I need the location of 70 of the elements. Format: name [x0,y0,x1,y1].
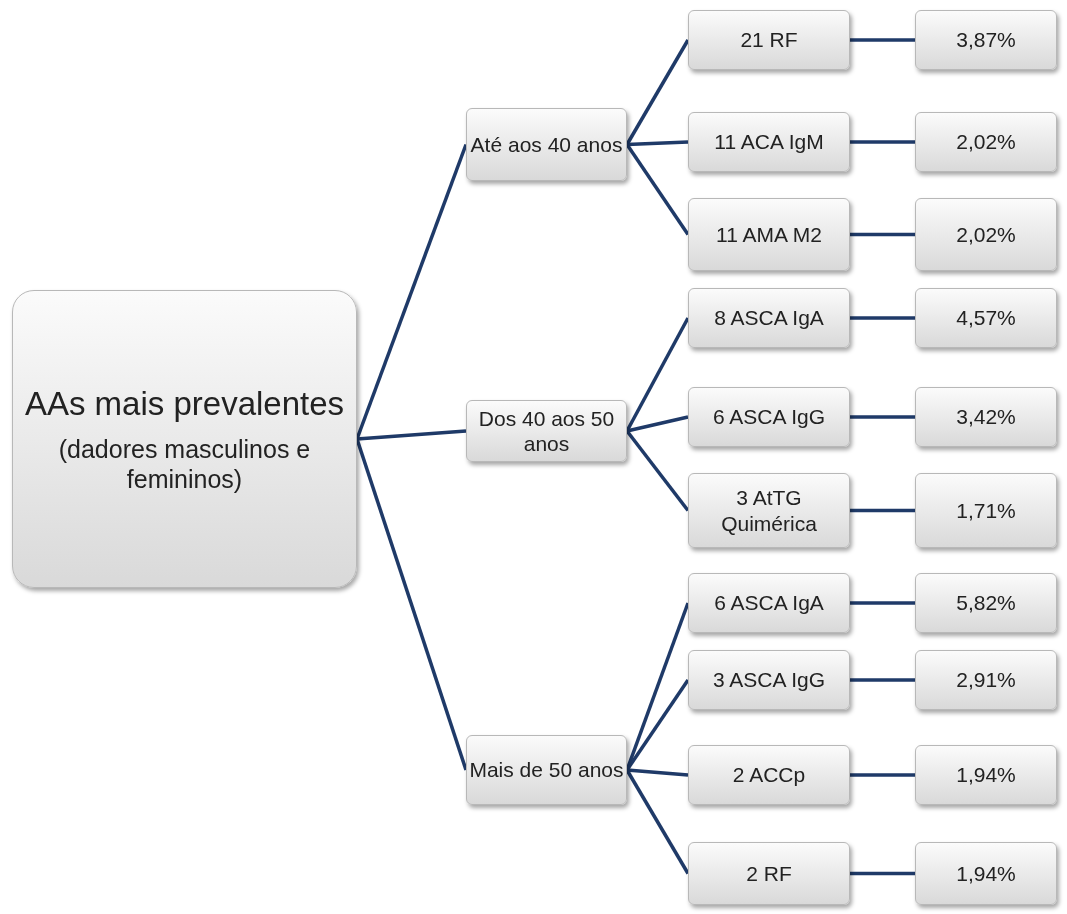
category-box [915,288,1057,348]
connector-line [850,316,915,320]
connector-line [850,871,915,876]
category-box [688,573,850,633]
node-title: 6 ASCA IgA [714,590,824,616]
connector-line [356,429,467,441]
connector-line [625,317,690,432]
category-box [688,473,850,548]
category-box [915,745,1057,805]
node-title: AAs mais prevalentes [24,384,345,424]
root-box [12,290,357,588]
node-title: 8 ASCA IgA [714,305,824,331]
connector-line [850,773,915,777]
category-box [915,650,1057,710]
category-box [915,473,1057,548]
node-title: 6 ASCA IgG [712,404,826,430]
node-title: Mais de 50 anos [469,757,624,783]
node-title: 4,57% [956,305,1016,331]
node-title: 11 ACA IgM [714,129,824,155]
category-box [688,842,850,905]
connector-line [850,415,915,419]
connector-line [625,429,690,512]
node-title: 3,42% [956,404,1016,430]
connector-line [626,415,689,433]
connector-line [850,601,915,605]
connector-line [850,232,915,237]
category-box [915,112,1057,172]
category-box [688,198,850,271]
node-title: 1,94% [956,860,1016,887]
node-title: 3,87% [956,27,1016,53]
connector-line [355,143,468,440]
category-box [466,400,627,462]
connector-line [850,508,915,513]
node-title: 1,71% [956,497,1016,524]
category-box [688,10,850,70]
node-title: 21 RF [740,27,798,53]
node-subtitle: (dadores masculinos e femininos) [57,433,312,494]
category-box [688,387,850,447]
category-box [688,288,850,348]
connector-line [626,768,689,777]
connector-line [850,678,915,682]
node-title: 5,82% [956,590,1016,616]
category-box [466,735,627,805]
node-title: 2,91% [956,667,1016,693]
connector-line [355,438,468,771]
connector-line [850,38,915,42]
connector-line [625,39,690,146]
node-title: 2,02% [956,221,1016,248]
connector-line [625,769,690,875]
category-box [688,745,850,805]
node-title: 11 AMA M2 [716,221,822,248]
node-title: 3 AtTG Quimérica [720,485,818,536]
connector-line [626,140,689,147]
category-box [688,650,850,710]
node-title: 1,94% [956,762,1016,788]
node-title: 2 ACCp [732,762,806,788]
node-title: Até aos 40 anos [470,131,623,158]
category-box [915,387,1057,447]
node-title: 3 ASCA IgG [712,667,826,693]
connector-line [850,140,915,144]
category-box [915,10,1057,70]
category-box [915,842,1057,905]
connector-line [625,143,690,236]
category-box [915,573,1057,633]
node-title: 2,02% [956,129,1016,155]
category-box [915,198,1057,271]
category-box [688,112,850,172]
node-title: Dos 40 aos 50 anos [477,405,616,457]
node-title: 2 RF [746,860,792,887]
category-box [466,108,627,181]
